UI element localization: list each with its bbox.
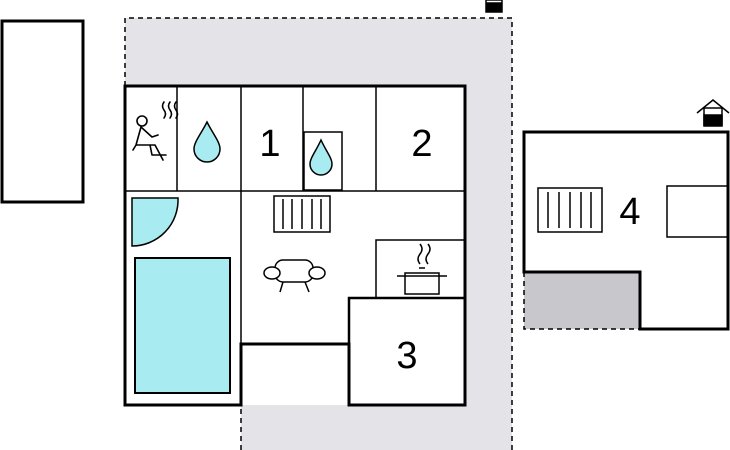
radiator-icon	[537, 187, 603, 233]
room-number-2: 2	[411, 123, 432, 165]
door-swing	[131, 197, 179, 247]
radiator-icon	[273, 195, 331, 233]
house-icon	[696, 99, 730, 127]
terrace-area	[124, 17, 513, 450]
annex-building	[522, 130, 730, 331]
pool	[134, 257, 231, 394]
cooking-pot-icon	[397, 243, 447, 295]
water-drop-icon	[193, 120, 221, 163]
room-3-walls	[347, 296, 465, 405]
carport-area	[523, 272, 640, 330]
mailbox-icon	[485, 0, 503, 13]
room-number-1: 1	[259, 123, 280, 165]
room-number-4: 4	[619, 191, 640, 233]
shower-drop-icon	[309, 138, 333, 176]
sauna-icon	[132, 101, 179, 161]
sofa-icon	[263, 259, 326, 293]
room-number-3: 3	[396, 335, 417, 377]
outbuilding	[0, 19, 85, 204]
